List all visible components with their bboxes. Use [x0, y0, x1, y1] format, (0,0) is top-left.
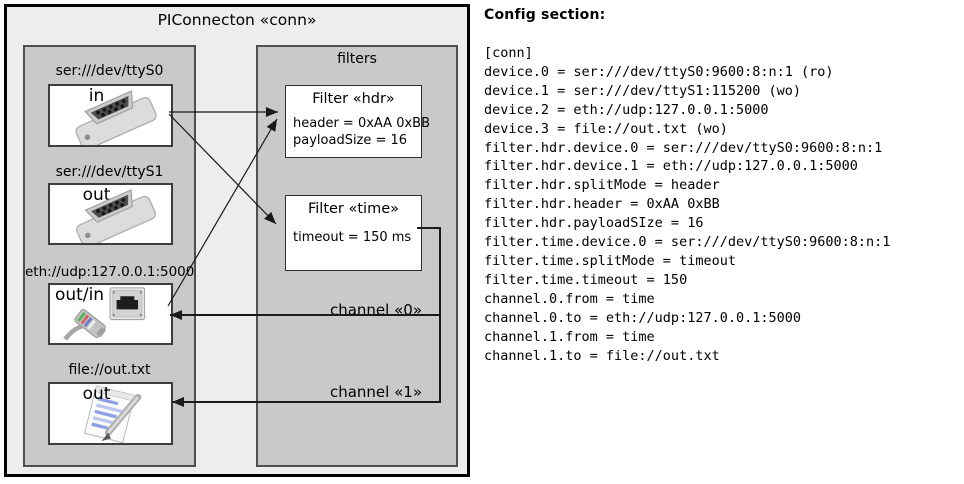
- config-line: channel.1.from = time: [484, 328, 655, 345]
- channel-label-1: channel «1»: [329, 383, 422, 401]
- filter-title: Filter «time»: [307, 201, 400, 217]
- device-uri-label: file://out.txt: [68, 362, 151, 378]
- config-line: channel.0.to = eth://udp:127.0.0.1:5000: [484, 309, 801, 326]
- channel-label-0: channel «0»: [329, 301, 422, 319]
- device-uri-label: ser:///dev/ttyS0: [55, 63, 164, 79]
- device-uri-label: eth://udp:127.0.0.1:5000: [25, 264, 195, 280]
- device-uri-label: ser:///dev/ttyS1: [55, 164, 164, 180]
- config-line: channel.1.to = file://out.txt: [484, 347, 720, 364]
- config-section: Config section: [conn] device.0 = ser://…: [484, 7, 962, 364]
- notepad-pen-icon: [83, 385, 142, 443]
- filter-property: header = 0xAA 0xBB: [293, 116, 431, 131]
- filter-property: timeout = 150 ms: [293, 230, 412, 245]
- config-body: [conn] device.0 = ser:///dev/ttyS0:9600:…: [484, 44, 890, 365]
- device-box-ttyS1: out: [48, 183, 173, 245]
- device-box-eth: out/in: [48, 283, 173, 345]
- ethernet-connector-icon: [63, 287, 146, 341]
- serial-connector-icon: [75, 90, 157, 145]
- config-line: device.1 = ser:///dev/ttyS1:115200 (wo): [484, 82, 801, 99]
- config-line: filter.time.timeout = 150: [484, 271, 688, 288]
- config-line: filter.hdr.payloadSIze = 16: [484, 215, 704, 232]
- device-direction-label: out/in: [55, 285, 105, 305]
- filter-box-hdr: Filter «hdr» header = 0xAA 0xBB payloadS…: [285, 85, 430, 158]
- devices-panel: ser:///dev/ttyS0 in ser: [23, 45, 196, 467]
- config-line: device.2 = eth://udp:127.0.0.1:5000: [484, 101, 769, 118]
- device-direction-label: out: [82, 185, 111, 205]
- filters-panel-title: filters: [337, 51, 377, 67]
- config-line: [conn]: [484, 45, 533, 61]
- device-box-file: out: [48, 382, 173, 445]
- config-line: channel.0.from = time: [484, 290, 655, 307]
- config-line: device.3 = file://out.txt (wo): [484, 120, 728, 137]
- device-box-ttyS0: in: [48, 84, 173, 147]
- config-line: filter.hdr.header = 0xAA 0xBB: [484, 196, 720, 213]
- filter-title: Filter «hdr»: [312, 91, 395, 107]
- config-line: filter.time.splitMode = timeout: [484, 252, 736, 269]
- device-direction-label: out: [82, 384, 111, 404]
- config-line: filter.time.device.0 = ser:///dev/ttyS0:…: [484, 234, 891, 251]
- config-line: filter.hdr.device.1 = eth://udp:127.0.0.…: [484, 158, 858, 175]
- filter-property: payloadSize = 16: [293, 133, 408, 148]
- serial-connector-icon: [76, 189, 156, 243]
- config-line: device.0 = ser:///dev/ttyS0:9600:8:n:1 (…: [484, 63, 834, 80]
- device-direction-label: in: [88, 86, 105, 106]
- config-heading: Config section:: [484, 7, 606, 23]
- config-line: filter.hdr.splitMode = header: [484, 177, 720, 194]
- config-line: filter.hdr.device.0 = ser:///dev/ttyS0:9…: [484, 139, 883, 156]
- piconnecton-container: PIConnecton «conn» ser:///dev/ttyS0 in: [4, 4, 470, 477]
- diagram-title: PIConnecton «conn»: [157, 11, 317, 29]
- filters-panel: filters Filter «hdr» header = 0xAA 0xBB …: [256, 45, 458, 467]
- filter-box-time: Filter «time» timeout = 150 ms: [285, 195, 422, 271]
